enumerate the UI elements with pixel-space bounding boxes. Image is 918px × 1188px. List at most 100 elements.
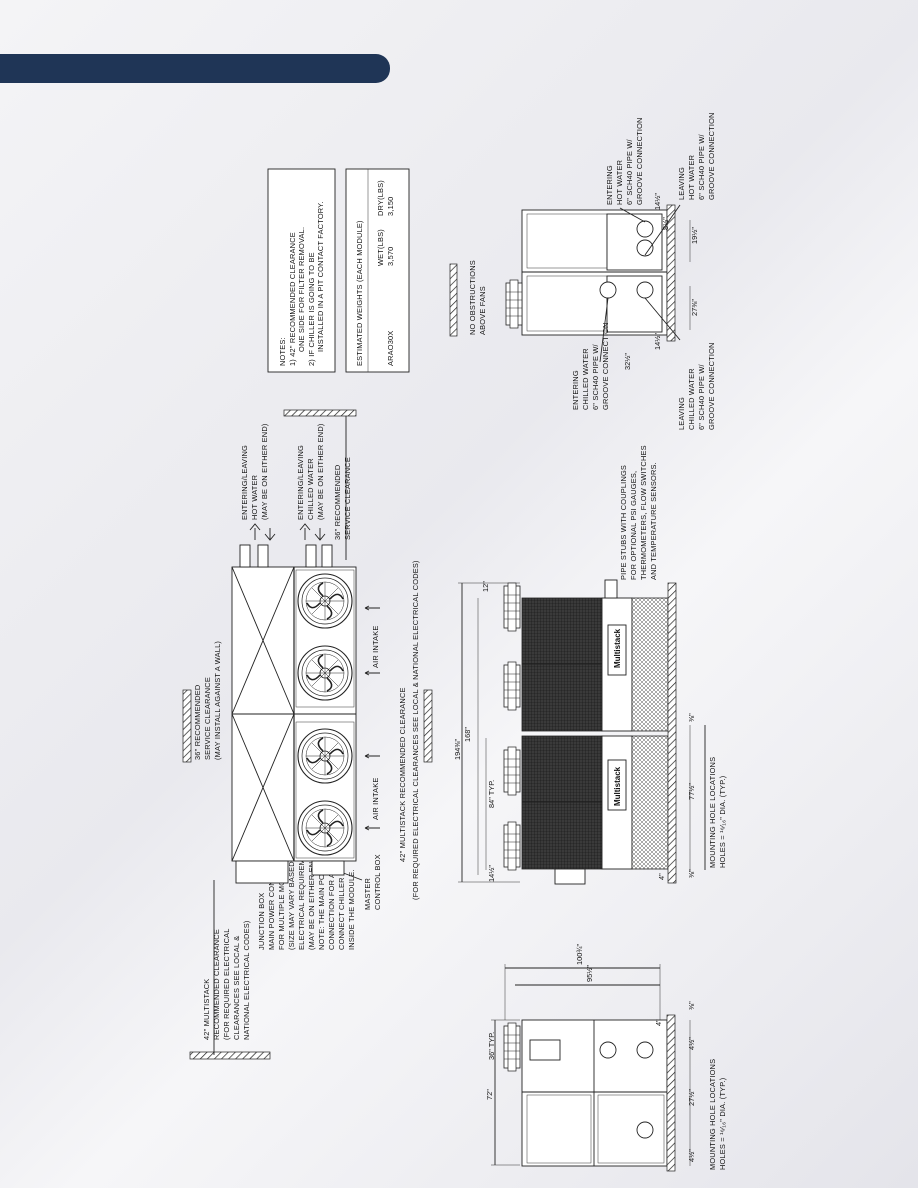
weights-title: ESTIMATED WEIGHTS (EACH MODULE): [355, 220, 364, 366]
front-label: AND TEMPERATURE SENSORS.: [649, 462, 658, 580]
dimension-label: 14½": [653, 333, 662, 350]
side-label: MOUNTING HOLE LOCATIONS: [708, 1059, 717, 1170]
plan-label: JUNCTION BOX: [257, 893, 266, 950]
arrow-icon: [364, 753, 380, 759]
plan-label: ELECTRICAL REQUIREMENTS): [297, 836, 306, 950]
plan-label: HOT WATER: [250, 475, 259, 520]
end-label: HOT WATER: [615, 160, 624, 205]
dimension-label: 14½": [487, 865, 496, 882]
plan-label: (MAY BE ON EITHER END): [316, 423, 325, 520]
weights-wet: 3,570: [386, 247, 395, 267]
end-label: LEAVING: [677, 167, 686, 200]
dimension-label: 77½": [687, 783, 696, 800]
plan-label: MASTER: [363, 878, 372, 910]
dimension-label: 27⅜": [690, 299, 699, 316]
end-label: CHILLED WATER: [581, 348, 590, 410]
arrow-icon: [249, 523, 261, 540]
plan-label: SERVICE CLEARANCE: [203, 677, 212, 760]
arrow-icon: [364, 825, 380, 831]
logo-badge: [607, 624, 627, 676]
notes-line: 2) IF CHILLER IS GOING TO BE: [307, 252, 316, 366]
plan-label: SERVICE CLEARANCE: [343, 457, 352, 540]
end-view: NO OBSTRUCTIONS ABOVE FANS ENTERING CHIL…: [449, 112, 716, 430]
end-label: NO OBSTRUCTIONS: [468, 260, 477, 335]
fan-icon: [505, 279, 523, 329]
dimension-label: 36" TYP.: [487, 1032, 496, 1060]
end-label: GROOVE CONNECTION: [601, 322, 610, 410]
plan-label: (MAY BE ON EITHER END): [307, 853, 316, 950]
air-intake-label: AIR INTAKE: [371, 625, 380, 668]
fan-icon: [503, 661, 521, 711]
arrow-icon: [314, 528, 326, 541]
pipe-icon: [636, 1041, 654, 1059]
fan-icon: [503, 821, 521, 871]
front-label: MOUNTING HOLE LOCATIONS: [708, 757, 717, 868]
base-hatch: [667, 582, 677, 884]
dimension-label: ⅜": [687, 1001, 696, 1010]
wall-hatch: [423, 689, 433, 763]
plan-label: NATIONAL ELECTRICAL CODES): [242, 920, 251, 1040]
notes-title: NOTES:: [278, 337, 287, 366]
plan-label: INSIDE THE MODULE.: [347, 869, 356, 950]
junction-box: [235, 860, 289, 884]
front-elevation: 194⅜" 168" 12" 84" TYP. 14½" Multistack …: [453, 445, 727, 885]
dimension-label: 12": [481, 581, 490, 592]
front-label: THERMOMETERS, FLOW SWITCHES: [639, 445, 648, 580]
fan-icon: [297, 800, 353, 856]
plan-label: (FOR REQUIRED ELECTRICAL CLEARANCES SEE …: [411, 560, 420, 900]
wall-hatch: [449, 263, 458, 337]
end-label: CHILLED WATER: [687, 368, 696, 430]
pipe-icon: [636, 220, 654, 238]
dimension-label: 32½": [623, 353, 632, 370]
front-label: PIPE STUBS WITH COUPLINGS: [619, 465, 628, 580]
air-intake-label: AIR INTAKE: [371, 777, 380, 820]
plan-label: CONTROL BOX: [373, 854, 382, 910]
logo-text: Multistack: [613, 766, 622, 806]
plan-label: ENTERING/LEAVING: [240, 445, 249, 520]
notes-line: ONE SIDE FOR FILTER REMOVAL.: [297, 227, 306, 352]
plan-label: 42" MULTISTACK: [202, 979, 211, 1040]
dimension-label: 95½": [585, 965, 594, 982]
arrow-icon: [264, 528, 276, 541]
fan-icon: [297, 728, 353, 784]
dimension-label: 27½": [687, 1089, 696, 1106]
wall-hatch: [182, 689, 192, 763]
weights-dry: 3,150: [386, 197, 395, 217]
end-label: GROOVE CONNECTION: [707, 342, 716, 430]
plan-label: (SIZE MAY VARY BASED ON: [287, 848, 296, 950]
end-label: GROOVE CONNECTION: [635, 117, 644, 205]
dimension-label: ⅜": [687, 713, 696, 722]
logo-badge: [607, 759, 627, 811]
notes-line: INSTALLED IN A PIT CONTACT FACTORY.: [316, 201, 325, 352]
dimension-label: 4": [654, 1019, 663, 1026]
pipe-icon: [599, 281, 617, 299]
weights-col-wet: WET(LBS): [376, 229, 385, 266]
logo-text: Multistack: [613, 628, 622, 668]
end-label: 6" SCH40 PIPE W/: [591, 343, 600, 410]
fan-icon: [503, 582, 521, 632]
end-label: 6" SCH40 PIPE W/: [697, 133, 706, 200]
dimension-label: 4½": [687, 1037, 696, 1050]
arrow-icon: [299, 523, 311, 540]
plan-label: (MAY BE ON EITHER END): [260, 423, 269, 520]
notes-box: NOTES: 1) 42" RECOMMENDED CLEARANCE ONE …: [267, 168, 336, 373]
end-label: LEAVING: [677, 397, 686, 430]
notes-line: 1) 42" RECOMMENDED CLEARANCE: [288, 232, 297, 366]
pipe-icon: [636, 239, 654, 257]
dimension-label: 168": [463, 727, 472, 742]
arrow-icon: [364, 670, 380, 676]
plan-label: 36" RECOMMENDED: [333, 465, 342, 540]
pipe-icon: [636, 1121, 654, 1139]
plan-label: RECOMMENDED CLEARANCE: [212, 929, 221, 1040]
header-bar: [0, 54, 390, 83]
side-elevation: 72" 36" TYP. 100¾" 95½" 4" ⅜" 4½" 27½" 4…: [485, 944, 727, 1172]
master-control-box: [311, 860, 345, 876]
end-label: ABOVE FANS: [478, 286, 487, 335]
dimension-label: 84" TYP.: [487, 780, 496, 808]
end-label: ENTERING: [571, 370, 580, 410]
pipe-icon: [636, 281, 654, 299]
side-label: HOLES = ¹⁶⁄₁₆" DIA. (TYP.): [718, 1078, 727, 1170]
plan-label: CONNECTION FOR A DIRECT: [327, 842, 336, 950]
plan-label: CONNECT CHILLER IS LOCATED: [337, 830, 346, 950]
